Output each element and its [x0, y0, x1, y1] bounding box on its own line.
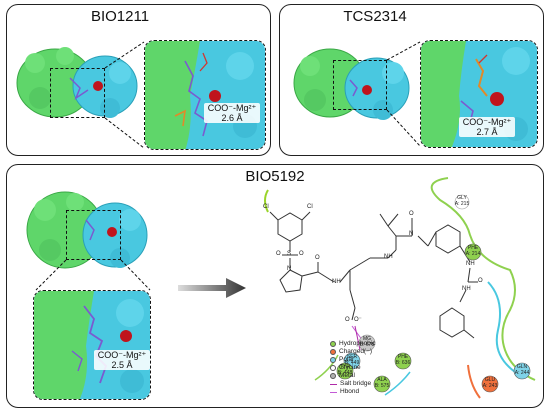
residue-mg-678: MG B: 678	[359, 336, 375, 348]
atom-cl2: Cl	[307, 204, 313, 210]
atom-cl1: Cl	[263, 204, 269, 210]
atom-o1: O	[276, 251, 281, 257]
residue-glu-243: GLU A: 243	[482, 377, 498, 389]
residue-phe-214: PHE A: 214	[465, 245, 481, 257]
atom-n-me: N	[409, 231, 414, 237]
panel-title-bio5192: BIO5192	[245, 168, 305, 185]
zoom-inset-bio1211	[144, 40, 266, 150]
transition-arrow	[178, 278, 246, 298]
distance-label-bio5192: COO⁻-Mg²⁺ 2.5 Å	[94, 350, 150, 370]
interaction-legend: Hydrophobic Charged(−) Polar Glycine Met…	[330, 340, 376, 396]
atom-nh4: NH	[462, 286, 471, 292]
protein-surface-tcs2314	[293, 48, 410, 120]
distance-label-bio1211: COO⁻-Mg²⁺ 2.6 Å	[204, 103, 260, 123]
legend-charged: Charged(−)	[330, 348, 376, 356]
residue-ser-449: SER B: 449	[344, 354, 360, 366]
legend-glycine: Glycine	[330, 364, 376, 372]
residue-ala-575: ALA B: 575	[374, 377, 390, 389]
panel-title-bio1211: BIO1211	[90, 8, 150, 25]
atom-n-pro: N	[287, 266, 292, 272]
protein-surface-bio5192	[26, 191, 148, 269]
residue-gly-215: GLY A: 215	[454, 195, 470, 207]
selection-box-bio1211	[50, 68, 105, 118]
panel-title-tcs2314: TCS2314	[343, 8, 407, 25]
residue-phe-636: PHE B: 636	[395, 354, 411, 366]
protein-surface-bio1211	[16, 47, 138, 118]
selection-box-tcs2314	[333, 60, 387, 110]
legend-hbond: Hbond	[330, 388, 376, 396]
selection-box-bio5192	[66, 210, 121, 260]
residue-gln-244: GLN A: 244	[514, 364, 530, 376]
legend-polar: Polar	[330, 356, 376, 364]
atom-o3: O	[315, 255, 320, 261]
atom-o2: O	[299, 251, 304, 257]
atom-o6: O	[409, 211, 414, 217]
legend-salt-bridge: Salt bridge	[330, 380, 376, 388]
residue-tyr-448: TYR B: 448	[337, 364, 353, 376]
atom-s: S	[287, 251, 292, 257]
atom-o5: O⁻	[354, 317, 362, 323]
legend-hydrophobic: Hydrophobic	[330, 340, 376, 348]
atom-nh1: NH	[332, 279, 341, 285]
atom-nh2: NH	[384, 254, 393, 260]
distance-label-tcs2314: COO⁻-Mg²⁺ 2.7 Å	[459, 117, 515, 137]
legend-metal: Metal	[330, 372, 376, 380]
atom-o7: O	[478, 278, 483, 284]
atom-nh3: NH	[466, 261, 475, 267]
atom-o4: O	[345, 317, 350, 323]
